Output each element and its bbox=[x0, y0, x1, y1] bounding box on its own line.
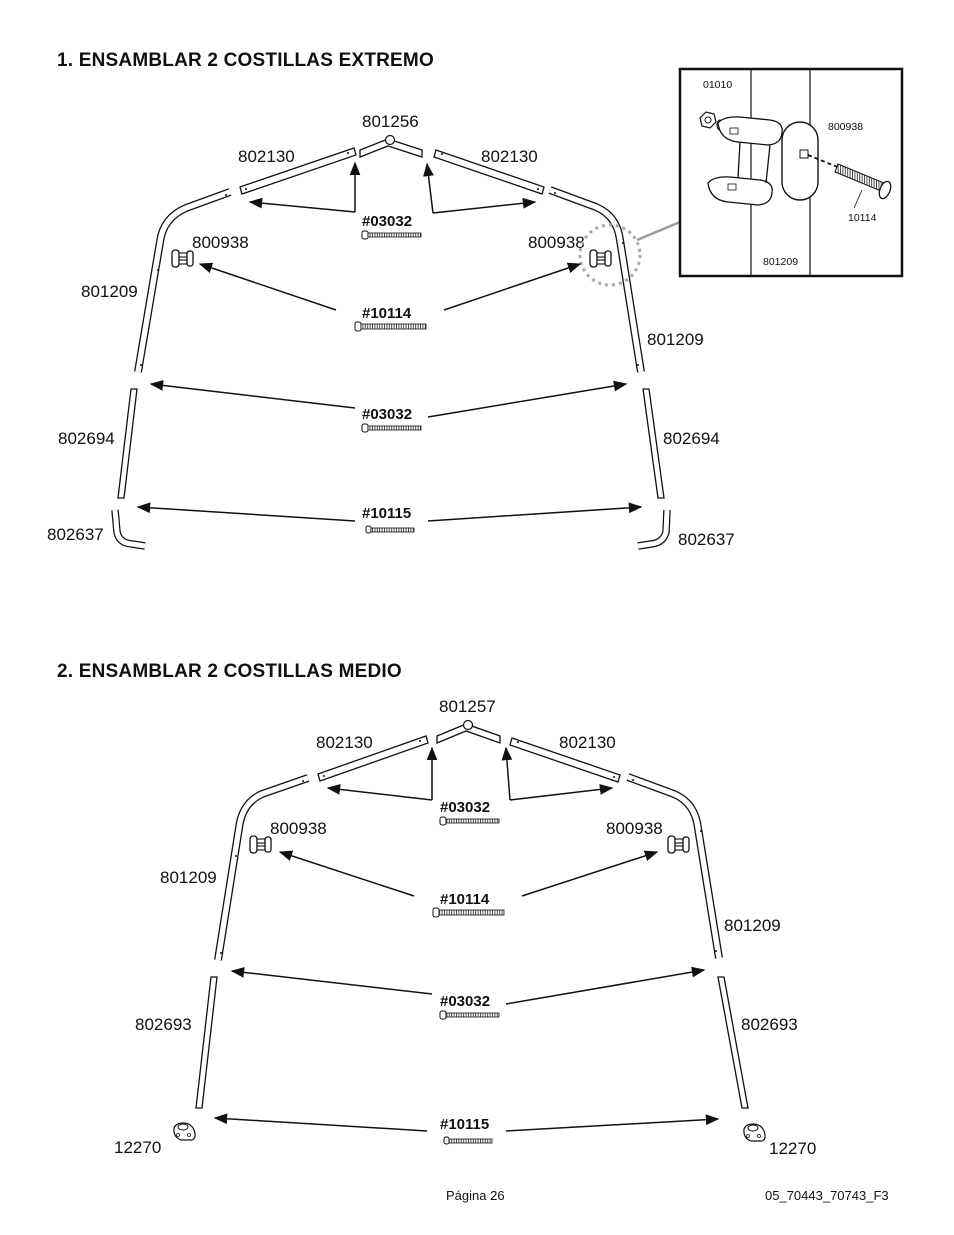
detail-label-nut: 01010 bbox=[703, 79, 732, 91]
bolt-10114-icon-2 bbox=[432, 907, 505, 918]
label-lower-leg-left-2: 802693 bbox=[135, 1015, 192, 1034]
label-rafter-right-2: 802130 bbox=[559, 733, 616, 752]
assembly-arrows bbox=[136, 161, 643, 522]
label-leg-right-2: 801209 bbox=[724, 916, 781, 935]
detail-bolt-icon bbox=[834, 163, 892, 200]
section1-title: 1. ENSAMBLAR 2 COSTILLAS EXTREMO bbox=[57, 50, 434, 71]
base-plate-right-icon bbox=[743, 1123, 766, 1142]
hw-leg-label-2: #03032 bbox=[440, 993, 490, 1010]
label-base-left: 12270 bbox=[114, 1138, 161, 1157]
label-leg-left-2: 801209 bbox=[160, 868, 217, 887]
nut-icon bbox=[699, 111, 724, 131]
bolt-10114-icon bbox=[354, 321, 427, 332]
hw-top-label-2: #03032 bbox=[440, 799, 490, 816]
label-base-right: 12270 bbox=[769, 1139, 816, 1158]
bolt-03032-leg-icon bbox=[361, 423, 422, 433]
bolt-10115-icon-2 bbox=[443, 1136, 493, 1145]
bolt-03032-top-icon-2 bbox=[439, 816, 500, 826]
top-connector-801257 bbox=[436, 719, 501, 744]
detail-inset: 01010 800938 10114 801209 bbox=[678, 67, 904, 278]
leg-right-801209-2 bbox=[626, 773, 723, 959]
label-lower-leg-left: 802694 bbox=[58, 429, 115, 448]
foot-left-802637 bbox=[111, 509, 146, 550]
leg-right-801209 bbox=[548, 186, 645, 373]
rafter-left-2 bbox=[317, 735, 429, 782]
hw-foot-label-2: #10115 bbox=[440, 1116, 489, 1133]
label-top-connector-2: 801257 bbox=[439, 697, 496, 716]
label-foot-right: 802637 bbox=[678, 530, 735, 549]
bracket-right-icon-2 bbox=[667, 835, 690, 854]
label-foot-left: 802637 bbox=[47, 525, 104, 544]
lower-leg-right bbox=[642, 388, 665, 499]
label-bracket-left: 800938 bbox=[192, 233, 249, 252]
base-plate-left-icon bbox=[173, 1122, 196, 1141]
detail-callout-circle bbox=[578, 223, 642, 287]
detail-label-tube: 801209 bbox=[763, 256, 798, 268]
assembly-arrows-2 bbox=[213, 746, 720, 1132]
label-leg-left: 801209 bbox=[81, 282, 138, 301]
bracket-right-icon bbox=[589, 249, 612, 268]
rafter-right bbox=[433, 149, 545, 195]
label-bracket-left-2: 800938 bbox=[270, 819, 327, 838]
hw-leg-label: #03032 bbox=[362, 406, 412, 423]
label-lower-leg-right: 802694 bbox=[663, 429, 720, 448]
leg-left-801209-2 bbox=[214, 774, 310, 961]
detail-dash-line bbox=[807, 154, 841, 169]
label-rafter-left-2: 802130 bbox=[316, 733, 373, 752]
rafter-right-2 bbox=[509, 737, 621, 783]
hw-bracket-label-2: #10114 bbox=[440, 891, 490, 908]
bolt-10115-icon bbox=[365, 525, 415, 534]
rafter-left bbox=[239, 147, 357, 195]
label-lower-leg-right-2: 802693 bbox=[741, 1015, 798, 1034]
label-leg-right: 801209 bbox=[647, 330, 704, 349]
label-rafter-left: 802130 bbox=[238, 147, 295, 166]
hw-bracket-label: #10114 bbox=[362, 305, 412, 322]
top-connector-801256 bbox=[359, 134, 423, 158]
lower-leg-right-2 bbox=[717, 976, 749, 1109]
detail-bracket-icon bbox=[707, 116, 819, 206]
document-code: 05_70443_70743_F3 bbox=[765, 1188, 889, 1203]
label-top-connector: 801256 bbox=[362, 112, 419, 131]
bolt-03032-leg-icon-2 bbox=[439, 1010, 500, 1020]
detail-label-bracket: 800938 bbox=[828, 121, 863, 133]
label-bracket-right-2: 800938 bbox=[606, 819, 663, 838]
end-rib-diagram: 801256 802130 802130 801209 801209 80093… bbox=[47, 67, 904, 550]
label-bracket-right: 800938 bbox=[528, 233, 585, 252]
hw-foot-label: #10115 bbox=[362, 505, 411, 522]
detail-label-bolt: 10114 bbox=[848, 212, 877, 224]
foot-right-802637 bbox=[637, 509, 671, 550]
bolt-03032-top-icon bbox=[361, 230, 422, 240]
bracket-left-icon bbox=[171, 249, 194, 268]
hw-top-label: #03032 bbox=[362, 213, 412, 230]
bracket-left-icon-2 bbox=[249, 835, 272, 854]
lower-leg-left bbox=[117, 388, 138, 499]
page-number: Página 26 bbox=[446, 1188, 505, 1203]
leg-left-801209 bbox=[134, 188, 232, 373]
lower-leg-left-2 bbox=[195, 976, 218, 1109]
section2-title: 2. ENSAMBLAR 2 COSTILLAS MEDIO bbox=[57, 661, 402, 682]
middle-rib-diagram: 801257 802130 802130 801209 801209 80093… bbox=[114, 697, 816, 1158]
label-rafter-right: 802130 bbox=[481, 147, 538, 166]
